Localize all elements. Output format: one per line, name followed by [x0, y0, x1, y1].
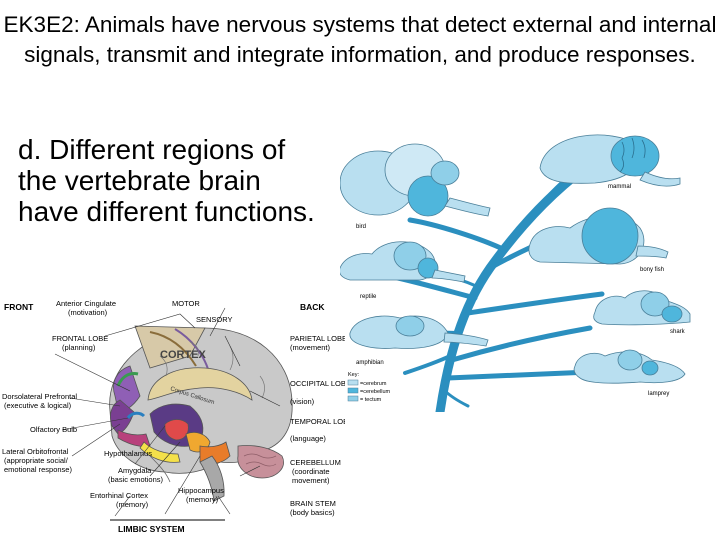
label-mammal: mammal [608, 184, 631, 190]
label-cerebellum-fn1: (coordinate [292, 467, 330, 476]
human-brain-regions-figure: FRONT BACK Anterior Cingulate (motivatio… [2, 299, 345, 534]
key-swatch-cerebellum [347, 387, 359, 394]
label-entorhinal-cortex: Entorhinal Cortex [90, 491, 148, 500]
key-swatch-tectum [347, 395, 359, 402]
label-bony-fish: bony fish [640, 267, 664, 273]
label-shark: shark [670, 329, 686, 335]
label-bird: bird [356, 224, 366, 230]
mammal-brain [539, 134, 681, 187]
key-title: Key: [348, 372, 359, 378]
bullet-point: d. Different regions of the vertebrate b… [18, 134, 315, 227]
pointer-lines [54, 307, 281, 517]
phylogeny-tree [393, 154, 611, 412]
label-hypothalamus: Hypothalamus [104, 449, 152, 458]
key-item-cerebellum: =cerebellum [360, 389, 391, 395]
label-motor: MOTOR [172, 299, 200, 308]
label-lateral-orbitofrontal: Lateral Orbitofrontal [2, 447, 69, 456]
key-item-tectum: = tectum [360, 397, 382, 403]
label-back: BACK [300, 302, 325, 312]
label-frontal-lobe-fn: (planning) [62, 343, 96, 352]
lamprey-brain [573, 349, 686, 384]
label-limbic-system: LIMBIC SYSTEM [118, 524, 185, 534]
label-entorhinal-cortex-fn: (memory) [116, 500, 149, 509]
reptile-brain [340, 241, 466, 283]
label-anterior-cingulate-fn: (motivation) [68, 308, 108, 317]
label-reptile: reptile [360, 294, 377, 300]
label-cerebellum-fn2: movement) [292, 476, 330, 485]
label-amphibian: amphibian [356, 360, 384, 366]
label-occipital-lobe: OCCIPITAL LOBE [290, 379, 345, 388]
label-brain-stem: BRAIN STEM [290, 499, 336, 508]
bird-brain [340, 143, 491, 217]
label-cerebellum: CEREBELLUM [290, 458, 341, 467]
shark-brain [593, 290, 691, 326]
label-frontal-lobe: FRONTAL LOBE [52, 334, 108, 343]
label-front: FRONT [4, 302, 34, 312]
key-swatch-cerebrum [347, 379, 359, 386]
legend-key: Key: =cerebrum =cerebellum = tectum [347, 372, 391, 403]
label-cortex: CORTEX [160, 349, 207, 361]
amphibian-brain [349, 315, 489, 349]
vertebrate-brain-evolution-figure: mammal bird bony fish reptile shark amph… [340, 134, 691, 412]
label-olfactory-bulb: Olfactory Bulb [30, 425, 77, 434]
label-hippocampus: Hippocampus [178, 486, 224, 495]
label-dorsolateral-prefrontal: Dorsolateral Prefrontal [2, 392, 77, 401]
brain-illustration [109, 325, 293, 502]
label-lateral-orbitofrontal-fn1: (appropriate social/ [4, 456, 69, 465]
key-item-cerebrum: =cerebrum [360, 381, 387, 387]
label-temporal-lobe: TEMPORAL LOBE [290, 417, 345, 426]
label-brain-stem-fn: (body basics) [290, 508, 335, 517]
label-parietal-lobe-fn: (movement) [290, 343, 331, 352]
label-sensory: SENSORY [196, 315, 233, 324]
label-lateral-orbitofrontal-fn2: emotional response) [4, 465, 72, 474]
label-hippocampus-fn: (memory) [186, 495, 219, 504]
label-amygdala-fn: (basic emotions) [108, 475, 164, 484]
label-parietal-lobe: PARIETAL LOBE [290, 334, 345, 343]
label-lamprey: lamprey [648, 391, 669, 397]
label-anterior-cingulate: Anterior Cingulate [56, 299, 116, 308]
label-temporal-lobe-fn: (language) [290, 434, 326, 443]
bony-fish-brain [528, 207, 669, 265]
slide-title: EK3E2: Animals have nervous systems that… [3, 12, 717, 67]
label-occipital-lobe-fn: (vision) [290, 397, 315, 406]
label-dorsolateral-prefrontal-fn: (executive & logical) [4, 401, 72, 410]
label-amygdala: Amygdala [118, 466, 152, 475]
